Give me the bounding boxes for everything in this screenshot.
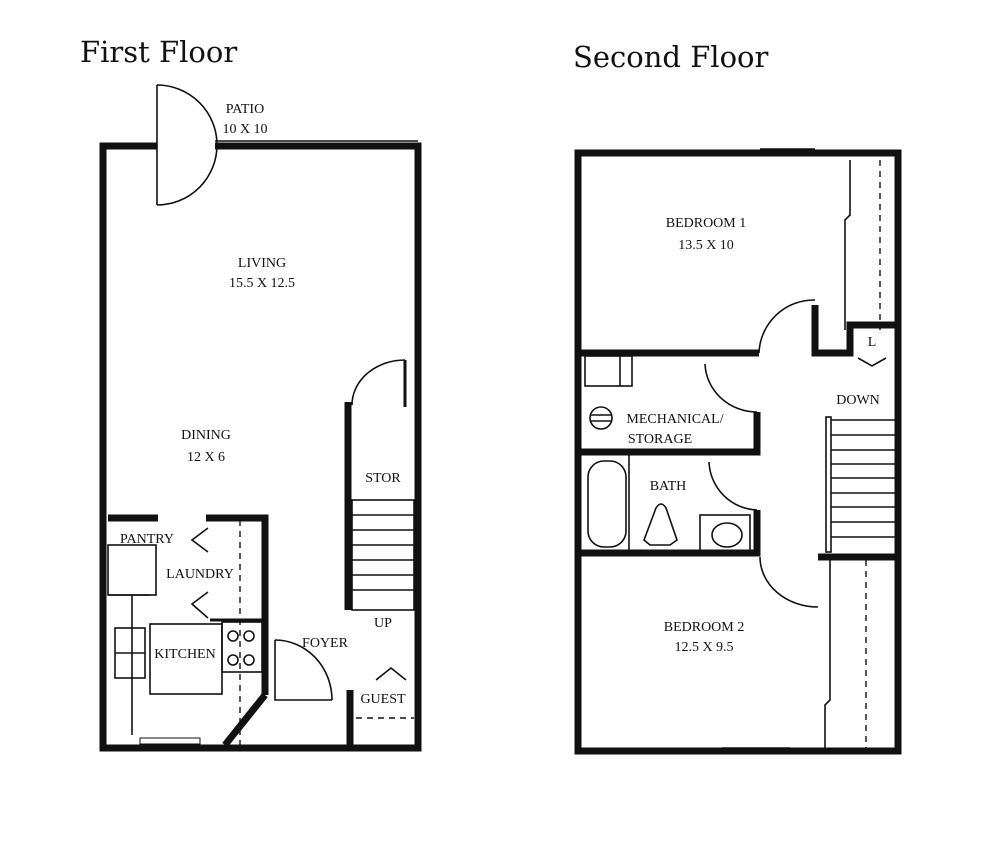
- first-floor-plan: First Floor PATIO 10 X 10 LIVING 15.5 X …: [80, 35, 422, 752]
- dining-label: DINING: [181, 428, 231, 443]
- bath-door-swing: [708, 461, 758, 511]
- bedroom1-door-swing: [758, 299, 816, 354]
- patio-label: PATIO: [226, 102, 264, 117]
- laundry-wall: [206, 514, 269, 695]
- first-floor-exterior-wall: [99, 142, 422, 752]
- foyer-label: FOYER: [302, 636, 349, 651]
- sink-vanity: [699, 514, 751, 554]
- stove: [221, 621, 263, 673]
- sink: [711, 522, 743, 548]
- linen-arrow: [857, 357, 887, 367]
- bedroom1-size: 13.5 X 10: [678, 238, 734, 253]
- stor-door-swing: [351, 359, 406, 406]
- pantry-shelf: [107, 544, 157, 596]
- second-floor-plan: Second Floor BEDROOM 1 13.5 X 10 L MECHA…: [573, 40, 902, 755]
- bath-wall: [581, 510, 761, 557]
- guest-arrow: [375, 666, 407, 681]
- living-label: LIVING: [238, 256, 286, 271]
- bedroom1-closet: [844, 160, 851, 330]
- guest-label: GUEST: [360, 692, 406, 707]
- down-label: DOWN: [836, 393, 880, 408]
- dining-size: 12 X 6: [187, 450, 225, 465]
- first-floor-title: First Floor: [80, 35, 237, 69]
- patio-size: 10 X 10: [222, 122, 267, 137]
- mechanical-wall: [581, 412, 761, 456]
- kitchen-label: KITCHEN: [154, 647, 215, 662]
- storage-label: STORAGE: [628, 432, 692, 447]
- second-floor-exterior-wall: [574, 149, 902, 755]
- bedroom2-door-swing: [759, 556, 819, 608]
- toilet: [643, 503, 678, 546]
- front-window: [139, 737, 201, 745]
- kitchen-counter: [108, 594, 223, 735]
- bedroom2-size: 12.5 X 9.5: [674, 640, 733, 655]
- bedroom2-label: BEDROOM 2: [664, 620, 745, 635]
- angled-entry-wall: [222, 692, 268, 748]
- patio-door-swing: [156, 84, 218, 206]
- laundry-label: LAUNDRY: [166, 567, 234, 582]
- second-floor-stairs: [825, 416, 895, 553]
- storage-shelf: [584, 355, 633, 387]
- foyer-door-swing: [274, 639, 333, 701]
- up-label: UP: [374, 616, 392, 631]
- pantry-label: PANTRY: [120, 532, 174, 547]
- mechanical-label: MECHANICAL/: [626, 412, 723, 427]
- bedroom2-closet: [824, 560, 831, 748]
- laundry-bifold-doors: [190, 527, 209, 619]
- hall-wall: [811, 305, 895, 357]
- stor-label: STOR: [365, 471, 401, 486]
- living-size: 15.5 X 12.5: [229, 276, 295, 291]
- linen-label: L: [868, 335, 877, 350]
- mechanical-unit-icon: [589, 406, 613, 430]
- first-floor-stairs: [351, 499, 415, 611]
- second-floor-title: Second Floor: [573, 40, 769, 74]
- bathtub: [587, 460, 627, 548]
- bedroom1-label: BEDROOM 1: [666, 216, 747, 231]
- bath-label: BATH: [650, 479, 687, 494]
- mechanical-door-swing: [704, 363, 758, 413]
